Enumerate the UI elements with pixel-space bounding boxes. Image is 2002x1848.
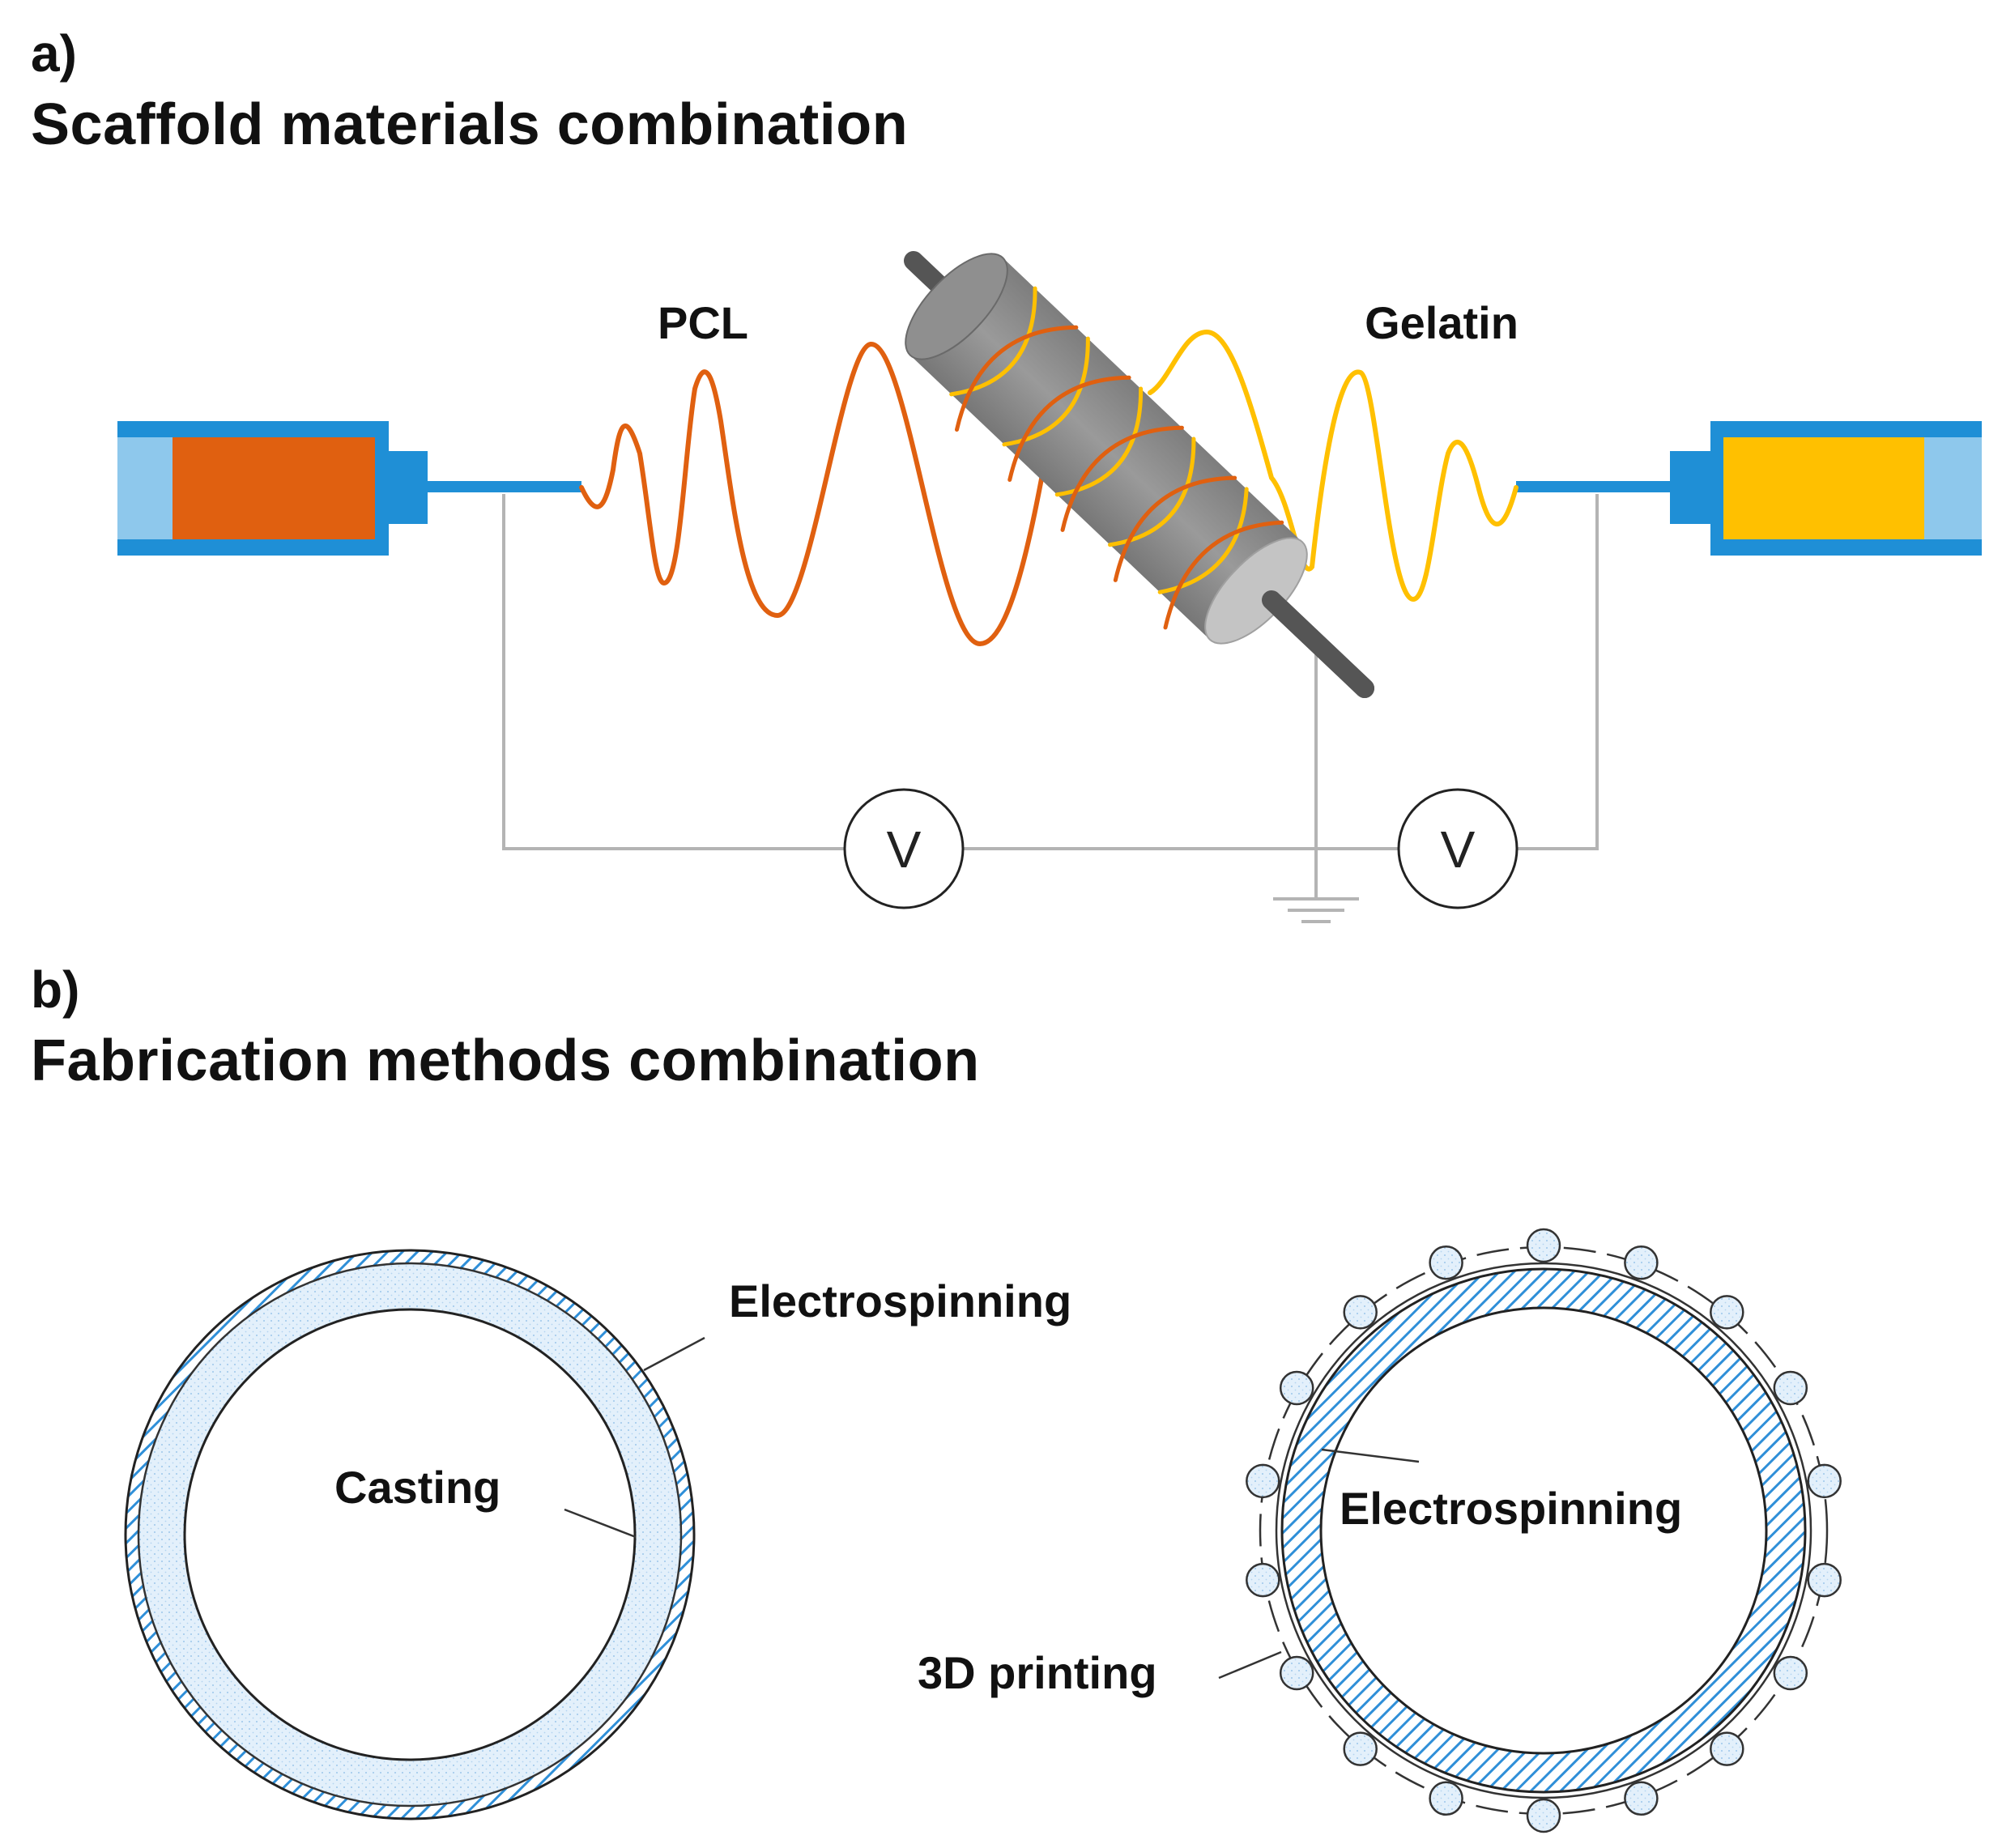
printed-strand xyxy=(1710,1295,1744,1330)
printed-strands xyxy=(1246,1228,1842,1833)
printed-strand xyxy=(1246,1463,1280,1499)
3d-printing-label: 3D printing xyxy=(918,1647,1157,1698)
printed-strand xyxy=(1246,1562,1280,1598)
printed-strand xyxy=(1773,1655,1808,1691)
printed-strand xyxy=(1429,1781,1463,1816)
panel-a-diagram: V V xyxy=(117,251,1982,923)
panel-b-letter: b) xyxy=(31,960,80,1019)
circuit-wires xyxy=(502,494,1599,923)
voltmeter-left-symbol: V xyxy=(887,820,922,879)
voltmeter-right-symbol: V xyxy=(1441,820,1476,879)
printed-strand xyxy=(1773,1370,1808,1406)
panel-a-title: Scaffold materials combination xyxy=(31,92,909,157)
voltmeter-left: V xyxy=(843,788,965,909)
syringe-right xyxy=(1516,421,1982,556)
gelatin-fiber-jet xyxy=(1148,329,1519,603)
voltmeter-right: V xyxy=(1397,788,1519,909)
printed-strand xyxy=(1429,1245,1463,1280)
panel-a-letter: a) xyxy=(31,24,77,83)
printed-strand xyxy=(1807,1562,1842,1598)
printed-strand xyxy=(1624,1245,1659,1280)
printed-strand xyxy=(1526,1798,1561,1833)
printed-strand xyxy=(1343,1731,1378,1766)
printed-strand xyxy=(1624,1781,1659,1816)
tube-casting-electrospinning: Electrospinning Casting xyxy=(124,1249,1071,1820)
pcl-fiber-jet xyxy=(579,340,1100,647)
panel-b-title: Fabrication methods combination xyxy=(31,1028,980,1093)
rotating-mandrel xyxy=(904,251,1374,698)
printed-strand xyxy=(1279,1655,1314,1691)
casting-label: Casting xyxy=(334,1462,500,1513)
printed-strand xyxy=(1710,1731,1744,1766)
printed-strand xyxy=(1807,1463,1842,1499)
gelatin-label: Gelatin xyxy=(1365,297,1519,348)
right-electrospinning-label: Electrospinning xyxy=(1340,1483,1682,1534)
tube-electrospinning-3d-printing: Electrospinning 3D printing xyxy=(918,1228,1842,1833)
syringe-left xyxy=(117,421,581,556)
pcl-label: PCL xyxy=(658,297,748,348)
printed-strand xyxy=(1343,1295,1378,1330)
left-electrospinning-label: Electrospinning xyxy=(729,1275,1071,1326)
printed-strand xyxy=(1279,1370,1314,1406)
wrapped-fibers xyxy=(949,286,1284,630)
printed-strand xyxy=(1526,1228,1561,1263)
